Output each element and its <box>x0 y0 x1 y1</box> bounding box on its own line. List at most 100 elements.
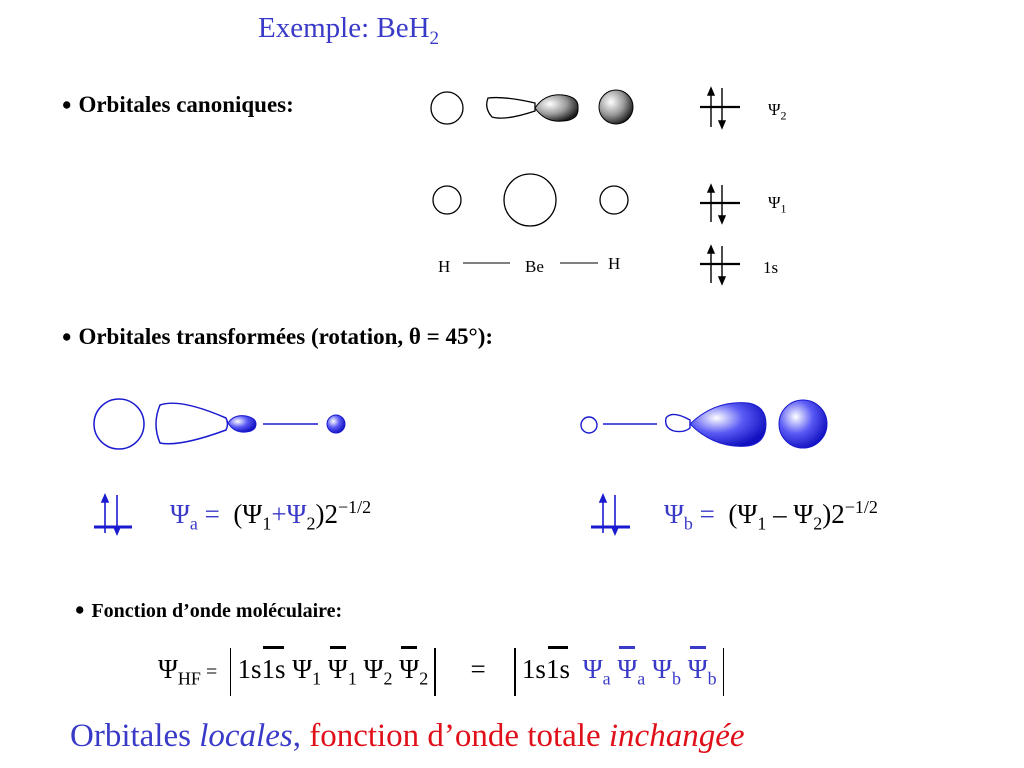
det2-psia-sub: a <box>602 668 611 689</box>
psi2-h-left-orbital <box>430 91 464 125</box>
psi-a-open: (Ψ <box>233 499 263 529</box>
bullet-transformed-label: Orbitales transformées (rotation, θ = 45… <box>78 324 494 349</box>
psi-b-symbol: Ψ <box>664 499 684 529</box>
det2-1s-bar-text: 1s <box>545 654 570 685</box>
det1-psi1-bar: Ψ <box>327 646 348 685</box>
footer-part5: inchangée <box>608 718 745 754</box>
psi2-symbol: Ψ <box>768 100 781 119</box>
title-text: Exemple: BeH <box>258 12 430 44</box>
det2-psia-bar: Ψ <box>617 646 638 685</box>
footer-part4: fonction d’onde totale <box>309 718 609 754</box>
psi-a-equation: Ψa = (Ψ1+Ψ2)2−1/2 <box>170 497 371 534</box>
det1-1s-bar: 1s <box>261 646 286 685</box>
psi1-h-left-orbital <box>432 185 462 215</box>
det1-right-bar <box>434 648 436 696</box>
psi-a-equals: = <box>197 499 227 529</box>
psib-level-electrons <box>591 492 630 537</box>
footer-part2: locales <box>199 718 293 754</box>
psia-be-lobe-shaded <box>227 415 257 433</box>
psi2-be-p-lobe-open <box>486 96 536 119</box>
bullet-canonical-label: Orbitales canoniques: <box>78 92 294 117</box>
bullet-wavefunction: • Fonction d’onde moléculaire: <box>75 593 343 625</box>
det1-1s-bar-text: 1s <box>261 654 286 685</box>
bullet-wavefunction-label: Fonction d’onde moléculaire: <box>91 600 343 622</box>
overbar <box>547 646 568 650</box>
bullet-dot: • <box>62 322 72 352</box>
det1-psi2-sub: 2 <box>383 668 393 689</box>
det1-psi2-bar-sub: 2 <box>419 668 429 689</box>
level-1s-electrons <box>700 244 740 286</box>
level-psi1-electrons <box>700 183 740 225</box>
atom-h-right: H <box>608 254 621 273</box>
det2-psia-bar-text: Ψ <box>617 654 638 685</box>
psi1-be-s-orbital <box>503 173 557 227</box>
det2-psib-bar: Ψ <box>688 646 708 685</box>
bullet-dot: • <box>75 595 85 625</box>
det2-psib: Ψ <box>652 654 672 685</box>
psi2-subscript: 2 <box>780 108 787 123</box>
det2-psib-bar-sub: b <box>707 668 717 689</box>
psi-b-open: (Ψ <box>728 499 758 529</box>
footer-part1: Orbitales <box>70 718 200 754</box>
level-psi2-label: Ψ2 <box>768 100 787 123</box>
atom-be: Be <box>525 257 544 276</box>
psi1-subscript: 1 <box>780 201 787 216</box>
overbar <box>329 646 346 650</box>
level-1s-text: 1s <box>763 258 779 277</box>
level-psi2-electrons <box>700 86 740 130</box>
hf-equals: = <box>200 661 218 684</box>
psi2-h-right-orbital <box>598 89 634 125</box>
psi-a-exponent: −1/2 <box>337 497 372 517</box>
psi1-symbol: Ψ <box>768 193 781 212</box>
footer-conclusion: Orbitales locales, fonction d’onde total… <box>70 718 744 755</box>
psib-be-lobe-open <box>664 413 691 433</box>
det1-psi1-bar-text: Ψ <box>327 654 348 685</box>
psi-b-sub2: 2 <box>813 513 823 534</box>
det2-1s-bar: 1s <box>545 646 570 685</box>
det2-psia-bar-sub: a <box>637 668 646 689</box>
psi-a-subscript: a <box>189 513 198 534</box>
psib-be-lobe-shaded <box>689 402 767 447</box>
psi-b-minus: – Ψ <box>766 499 814 529</box>
psi-a-close: )2 <box>315 499 338 529</box>
psib-h-left-orbital <box>580 416 598 434</box>
det1-psi1-bar-sub: 1 <box>347 668 357 689</box>
bullet-canonical: •Orbitales canoniques: <box>62 88 294 120</box>
psi-a-plus: +Ψ <box>271 499 307 529</box>
det2-left-bar <box>514 648 516 696</box>
det2-psia: Ψ <box>582 654 603 685</box>
psi-b-equals: = <box>692 499 722 529</box>
psi-a-symbol: Ψ <box>170 499 190 529</box>
psi1-h-right-orbital <box>599 185 629 215</box>
psib-h-right-orbital <box>778 399 828 449</box>
psi-b-equation: Ψb = (Ψ1 – Ψ2)2−1/2 <box>664 497 878 534</box>
overbar <box>619 646 636 650</box>
overbar <box>689 646 706 650</box>
psia-level-electrons <box>94 492 132 537</box>
psi-b-sub1: 1 <box>757 513 767 534</box>
psi2-be-p-lobe-shaded <box>534 94 579 122</box>
psi-b-close: )2 <box>822 499 845 529</box>
psia-be-lobe-open <box>155 402 229 445</box>
det1-left-bar <box>229 648 232 696</box>
psia-h-right-orbital <box>326 414 346 434</box>
overbar <box>401 646 418 650</box>
atom-h-left: H <box>438 257 451 276</box>
psi-b-exponent: −1/2 <box>844 497 878 517</box>
level-1s-label: 1s <box>763 258 778 278</box>
det1-psi1: Ψ <box>292 654 313 685</box>
det2-1s: 1s <box>521 654 546 685</box>
overbar <box>263 646 284 650</box>
det1-psi1-sub: 1 <box>312 668 322 689</box>
det1-1s: 1s <box>237 654 262 685</box>
psia-h-left-orbital <box>93 398 145 450</box>
title-subscript: 2 <box>429 27 440 49</box>
level-psi1-label: Ψ1 <box>768 193 787 216</box>
det1-psi2-bar: Ψ <box>399 646 419 685</box>
psi-a-sub2: 2 <box>306 513 316 534</box>
det2-psib-sub: b <box>671 668 681 689</box>
footer-part3: , <box>292 718 310 754</box>
hf-subscript: HF <box>177 668 201 689</box>
bullet-dot: • <box>62 90 72 120</box>
